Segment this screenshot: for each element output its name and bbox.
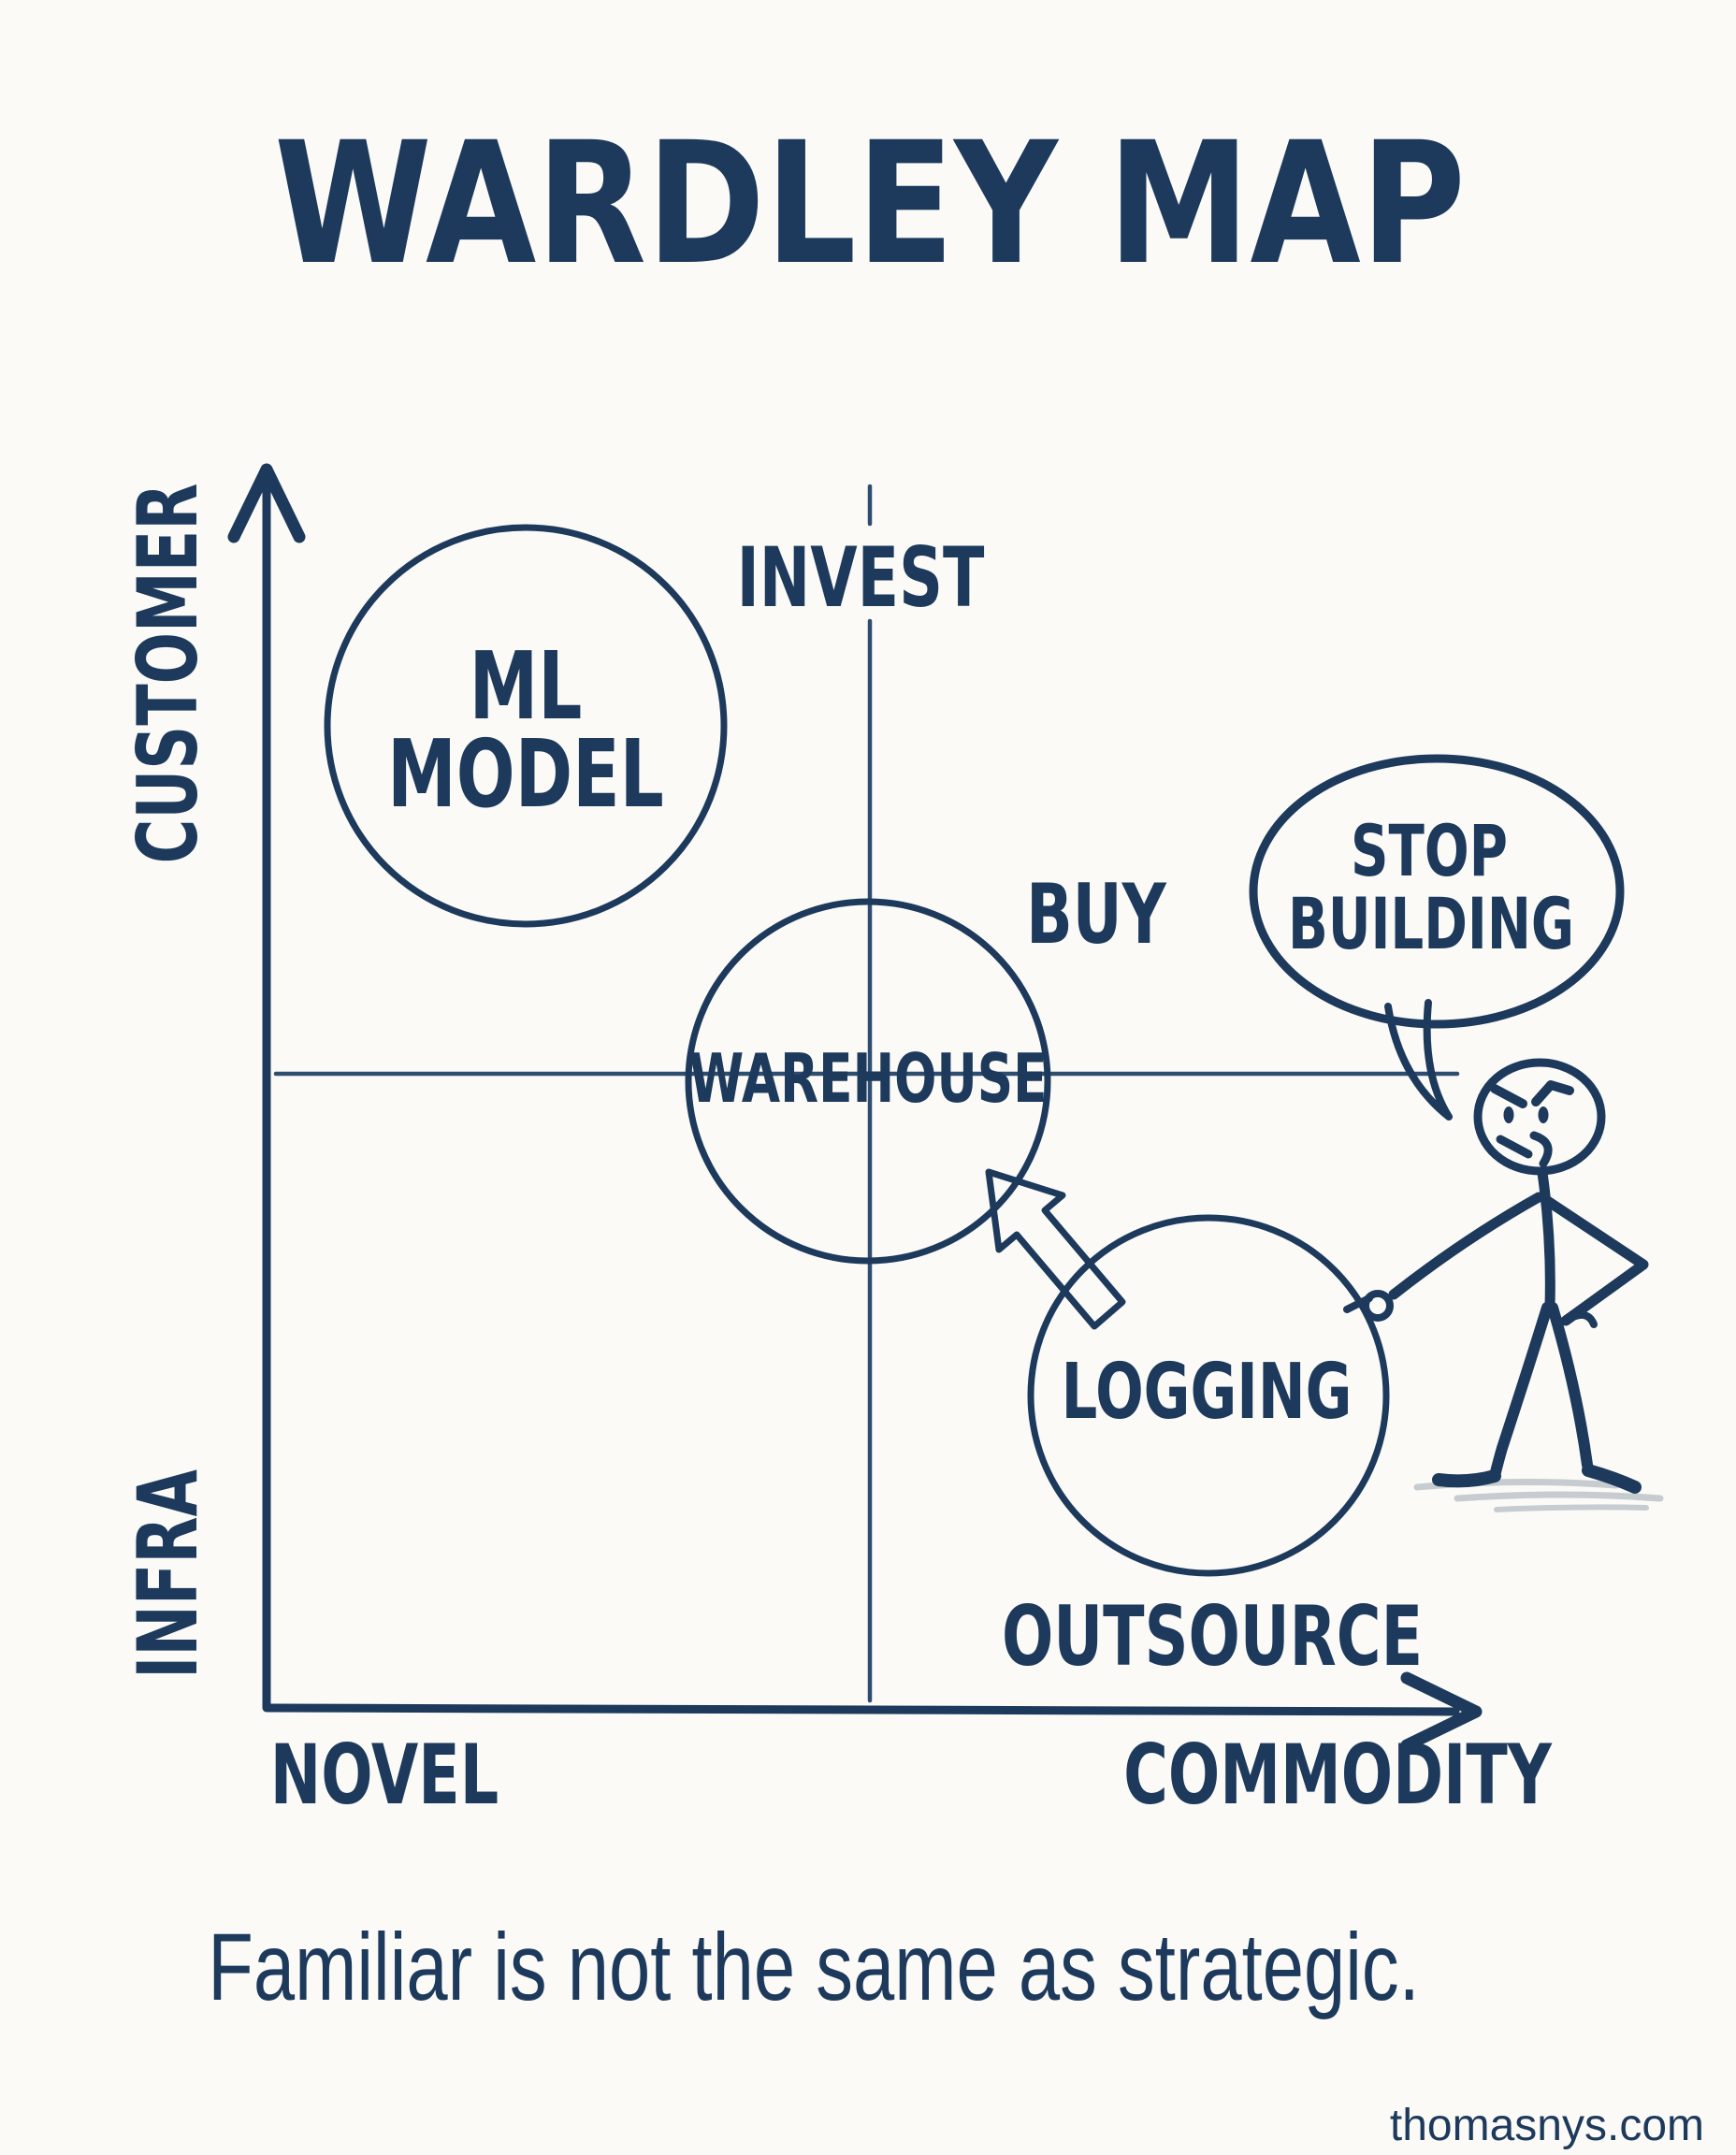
speech-bubble: STOP BUILDING <box>1249 754 1625 1121</box>
evolution-arrow-icon <box>985 1168 1126 1330</box>
x-axis-label-commodity: COMMODITY <box>1123 1728 1553 1823</box>
right-eye-icon <box>1538 1106 1549 1123</box>
hip-hand-icon <box>1562 1311 1598 1328</box>
quadrant-label-outsource: OUTSOURCE <box>1002 1589 1423 1685</box>
speech-bubble-line1: STOP <box>1351 810 1508 893</box>
mouth-curl-icon <box>1529 1131 1553 1168</box>
watermark: thomasnys.com <box>1390 2101 1704 2150</box>
pointing-finger-icon <box>1343 1294 1373 1313</box>
warehouse-label: WAREHOUSE <box>689 1039 1048 1118</box>
quadrant-label-invest: INVEST <box>737 530 985 626</box>
speech-bubble-line2: BUILDING <box>1288 883 1574 966</box>
quadrant-label-buy: BUY <box>1026 867 1166 962</box>
speech-bubble-body <box>1249 754 1625 1029</box>
logging-circle <box>1027 1214 1390 1577</box>
axes <box>227 463 1483 1752</box>
warehouse-circle <box>685 898 1051 1265</box>
left-foot-icon <box>1432 1469 1501 1488</box>
y-axis-label-infra: INFRA <box>121 1469 216 1679</box>
pointing-hand-icon <box>1362 1290 1394 1322</box>
ml-model-node: ML MODEL <box>324 524 728 928</box>
left-leg <box>1490 1302 1553 1478</box>
caption: Familiar is not the same as strategic. <box>208 1915 1420 2021</box>
ml-model-circle <box>324 524 728 928</box>
left-eyebrow-icon <box>1490 1084 1527 1108</box>
right-eyebrow-icon <box>1531 1080 1574 1106</box>
speech-bubble-tail <box>1384 999 1453 1121</box>
page-title: WARDLEY MAP <box>274 107 1466 302</box>
right-foot-icon <box>1582 1464 1642 1494</box>
akimbo-arm <box>1541 1194 1649 1326</box>
y-axis-arrowhead-icon <box>227 463 306 543</box>
x-axis-label-novel: NOVEL <box>270 1728 499 1823</box>
right-leg <box>1547 1302 1593 1470</box>
stick-figure <box>1343 1058 1664 1512</box>
quadrant-dividers <box>273 484 1460 1703</box>
mouth-left-icon <box>1496 1135 1533 1159</box>
warehouse-node: WAREHOUSE <box>685 898 1051 1265</box>
pointing-arm <box>1388 1192 1544 1300</box>
x-axis <box>264 1703 1460 1716</box>
ml-model-label-line1: ML <box>470 631 583 741</box>
ml-model-label-line2: MODEL <box>387 719 664 829</box>
x-axis-arrowhead-icon <box>1400 1671 1483 1752</box>
y-axis-label-customer: CUSTOMER <box>121 484 216 864</box>
stick-figure-torso <box>1537 1167 1555 1311</box>
logging-node: LOGGING <box>1027 1214 1390 1577</box>
left-eye-icon <box>1503 1106 1514 1123</box>
angry-face-icon <box>1490 1080 1574 1168</box>
logging-label: LOGGING <box>1062 1348 1353 1437</box>
